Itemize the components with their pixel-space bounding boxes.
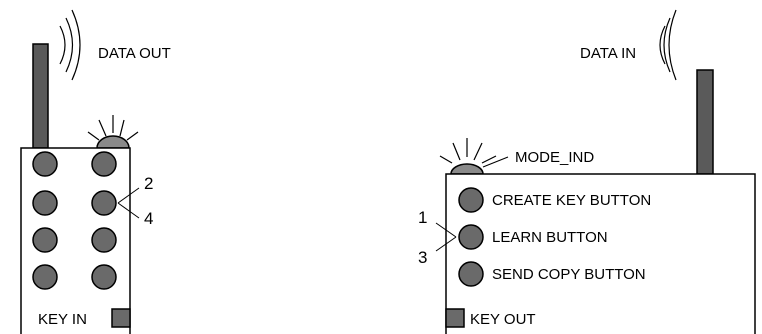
keypad-key[interactable] xyxy=(91,190,117,216)
learn-button-circle[interactable] xyxy=(458,224,484,250)
data-out-waves-icon xyxy=(59,9,81,81)
data-out-label: DATA OUT xyxy=(98,45,171,62)
learn-button-label: LEARN BUTTON xyxy=(492,229,608,246)
keypad-key[interactable] xyxy=(91,264,117,290)
transmitter-device xyxy=(20,9,140,334)
keypad-key[interactable] xyxy=(91,151,117,177)
keypad-key[interactable] xyxy=(32,264,58,290)
transmitter-led-rays-icon xyxy=(87,115,139,141)
transmitter-keypad xyxy=(32,151,117,290)
data-in-waves-icon xyxy=(659,9,677,81)
mode-ind-leader xyxy=(482,156,509,168)
key-in-port xyxy=(111,308,131,328)
keypad-key[interactable] xyxy=(32,227,58,253)
transmitter-antenna xyxy=(32,43,49,149)
transmitter-led xyxy=(96,135,130,149)
key-out-port xyxy=(445,308,465,328)
create-key-button-label: CREATE KEY BUTTON xyxy=(492,192,652,209)
mode-ind-rays-icon xyxy=(439,138,497,164)
data-in-label: DATA IN xyxy=(580,45,637,62)
receiver-callout-3: 3 xyxy=(418,248,428,267)
key-out-label: KEY OUT xyxy=(470,311,536,328)
mode-ind-label: MODE_IND xyxy=(515,149,595,166)
receiver-device xyxy=(435,9,756,334)
keypad-key[interactable] xyxy=(32,151,58,177)
transmitter-callout-2: 2 xyxy=(144,174,154,193)
keypad-key[interactable] xyxy=(32,190,58,216)
mode-ind-led xyxy=(450,163,484,175)
transmitter-callout-4: 4 xyxy=(144,209,154,228)
send-copy-button-label: SEND COPY BUTTON xyxy=(492,266,646,283)
receiver-callout-1: 1 xyxy=(418,208,428,227)
receiver-callout-lines xyxy=(435,222,457,252)
send-copy-button-circle[interactable] xyxy=(458,261,484,287)
transmitter-callout-lines xyxy=(117,187,140,219)
key-in-label: KEY IN xyxy=(38,311,87,328)
keypad-key[interactable] xyxy=(91,227,117,253)
receiver-antenna xyxy=(696,69,714,175)
receiver-body xyxy=(445,173,756,334)
create-key-button-circle[interactable] xyxy=(458,187,484,213)
